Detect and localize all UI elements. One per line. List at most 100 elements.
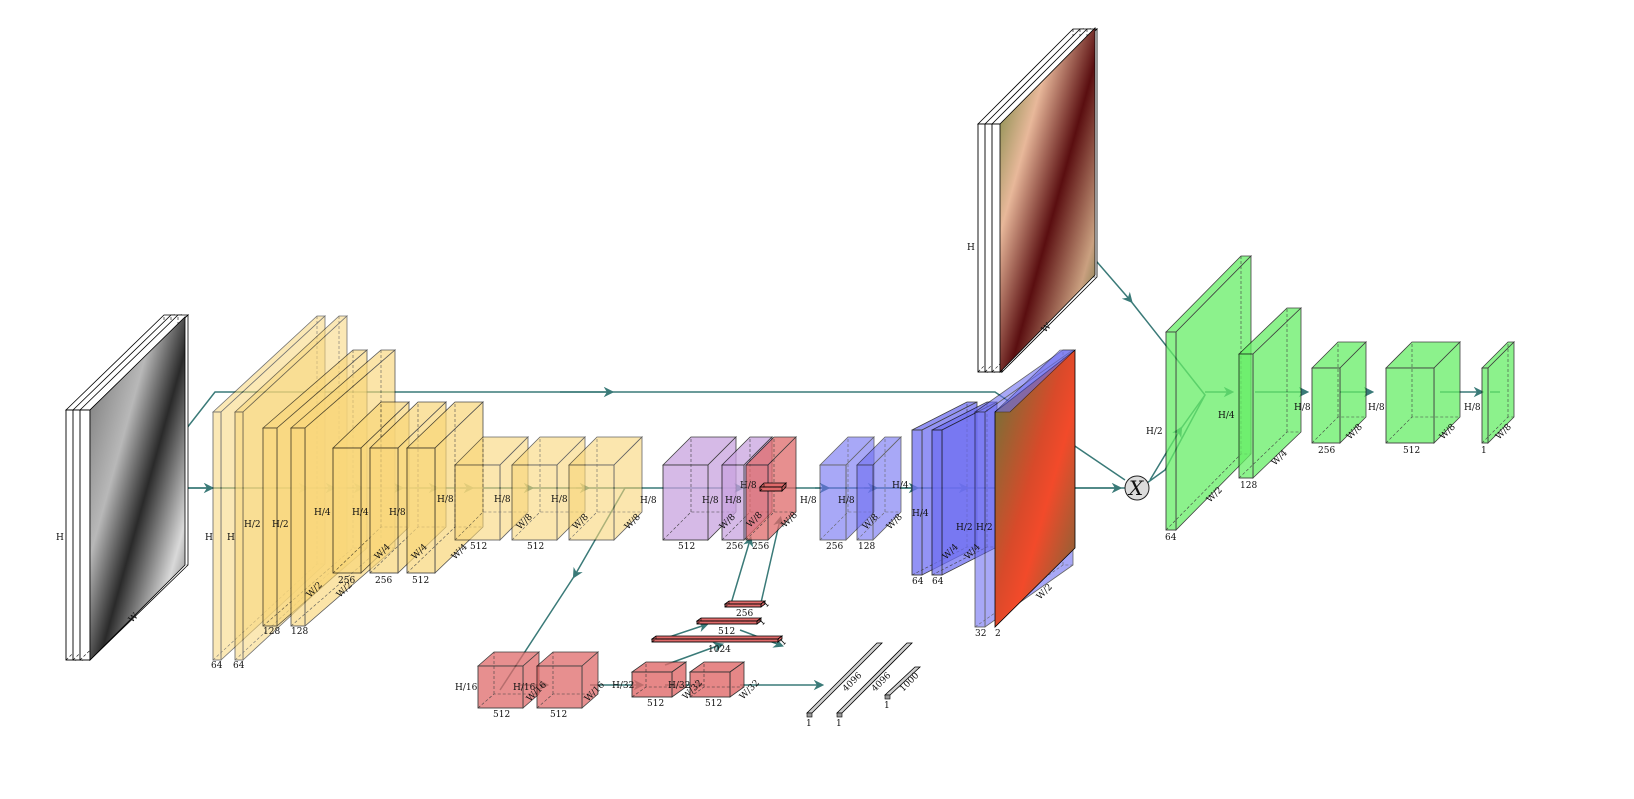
dec-ch-label-2: 128 bbox=[858, 542, 875, 552]
dec-block-5-front bbox=[974, 411, 986, 628]
enc-h-label-6: H/4 bbox=[352, 508, 369, 518]
dec-h-label-2: H/8 bbox=[838, 496, 855, 506]
dec-h-label-5: H/2 bbox=[956, 523, 973, 533]
cls-block-3-front bbox=[631, 671, 673, 698]
bar-one-label-1: 1 bbox=[806, 719, 812, 729]
disc-block-4 bbox=[1385, 341, 1461, 444]
cls-h-label-3: H/32 bbox=[612, 681, 634, 691]
disc-block-1-front bbox=[1165, 331, 1177, 531]
fc-label-256: 256 bbox=[736, 609, 753, 619]
disc-ch-label-1: 64 bbox=[1165, 533, 1177, 543]
color-photo-icon bbox=[999, 27, 1096, 373]
enc-block-3-front bbox=[262, 427, 278, 627]
enc-ch-label-9: 512 bbox=[527, 542, 544, 552]
fc-arrow-4 bbox=[729, 535, 754, 608]
cls-ch-label-2: 512 bbox=[550, 710, 567, 720]
cls-ch-label-1: 512 bbox=[493, 710, 510, 720]
fc-slab-256-front bbox=[724, 603, 762, 608]
fc-label-512: 512 bbox=[718, 627, 735, 637]
disc-block-4-front bbox=[1385, 367, 1435, 444]
enc-block-9-front bbox=[511, 464, 558, 541]
enc-ch-label-4: 128 bbox=[291, 627, 308, 637]
disc-block-5-front bbox=[1481, 367, 1489, 444]
grayscale-photo-icon bbox=[89, 316, 186, 661]
input-frame-2-front bbox=[79, 409, 91, 661]
fc-slab-1024 bbox=[650, 635, 784, 643]
cls-ch-label-4: 512 bbox=[705, 699, 722, 709]
cls-block-4-front bbox=[689, 671, 731, 698]
dec-h-label-6: H/2 bbox=[976, 523, 993, 533]
dec-h-label-1: H/8 bbox=[800, 496, 817, 506]
fc-slab-1024-top bbox=[650, 635, 784, 640]
decoder-output-top bbox=[994, 349, 1076, 413]
disc-ch-label-5: 1 bbox=[1481, 446, 1487, 456]
enc-block-8-hidden-edges bbox=[454, 437, 528, 541]
fusion-h-label-1: H/8 bbox=[640, 496, 657, 506]
bar-one-label-3: 1 bbox=[884, 701, 890, 711]
enc-h-label-8: H/8 bbox=[437, 495, 454, 505]
dec-block-3-front bbox=[911, 429, 923, 576]
disc-ch-label-2: 128 bbox=[1240, 481, 1257, 491]
cls-block-3 bbox=[630, 661, 688, 698]
cls-block-2-hidden-edges bbox=[536, 652, 598, 709]
fusion-h-label-3: H/8 bbox=[725, 496, 742, 506]
dec-ch-label-3: 64 bbox=[912, 577, 924, 587]
fc-slab-1024-hidden-edges bbox=[651, 636, 782, 643]
enc-block-5-front bbox=[332, 447, 362, 574]
disc-h-label-3: H/8 bbox=[1294, 403, 1311, 413]
enc-block-4-front bbox=[290, 427, 306, 627]
disc-h-label-2: H/4 bbox=[1218, 411, 1235, 421]
bar-label-1000: 1000 bbox=[898, 671, 921, 694]
enc-ch-label-7: 512 bbox=[412, 576, 429, 586]
output-h-label: H bbox=[967, 243, 975, 253]
dec-block-4-front bbox=[931, 429, 943, 576]
fc-slab-256-hidden-edges bbox=[724, 601, 765, 608]
disc-ch-label-3: 256 bbox=[1318, 446, 1335, 456]
dec-block-2-hidden-edges bbox=[856, 437, 901, 541]
multiply-node-icon: X bbox=[1124, 475, 1150, 501]
dec-ch-label-6: 2 bbox=[995, 629, 1001, 639]
disc-h-label-5: H/8 bbox=[1464, 403, 1481, 413]
enc-block-8-front bbox=[454, 464, 501, 541]
enc-h-label-1: H bbox=[205, 533, 213, 543]
cls-ch-label-3: 512 bbox=[647, 699, 664, 709]
fusion-block-3-hidden-edges bbox=[745, 437, 796, 541]
fc-bar-face-2 bbox=[836, 642, 913, 714]
dec-block-2-front bbox=[856, 464, 874, 541]
enc-ch-label-1: 64 bbox=[211, 661, 223, 671]
fc-one-label-1: 1 bbox=[761, 599, 772, 610]
enc-h-label-4: H/2 bbox=[272, 520, 289, 530]
cls-h-label-4: H/32 bbox=[668, 681, 690, 691]
enc-h-label-9: H/8 bbox=[494, 495, 511, 505]
disc-block-3 bbox=[1311, 341, 1367, 444]
disc-block-3-front bbox=[1311, 367, 1341, 444]
fc-slab-512-hidden-edges bbox=[696, 618, 761, 625]
fusion-block-1-front bbox=[662, 464, 709, 541]
enc-block-10-front bbox=[568, 464, 615, 541]
fc-bar-1 bbox=[806, 642, 883, 718]
enc-ch-label-6: 256 bbox=[375, 576, 392, 586]
fusion-node-symbol: X bbox=[1127, 476, 1144, 500]
fusion-vector-front bbox=[759, 486, 783, 492]
fc-one-label-3: 1 bbox=[778, 637, 789, 648]
fc-arrow-5 bbox=[759, 515, 784, 608]
enc-block-9-hidden-edges bbox=[511, 437, 585, 541]
fc-slab-1024-front bbox=[651, 638, 779, 643]
fusion-block-2-front bbox=[721, 464, 745, 541]
fusion-vector bbox=[759, 482, 787, 492]
decoder-output-map bbox=[994, 349, 1076, 628]
fc-bar-end-1 bbox=[806, 712, 813, 718]
fc-one-label-2: 1 bbox=[757, 617, 768, 628]
fusion-ch-label-1: 512 bbox=[678, 542, 695, 552]
disc-h-label-1: H/2 bbox=[1146, 427, 1163, 437]
fc-slab-256-top bbox=[723, 600, 767, 605]
dec-ch-label-5: 32 bbox=[975, 629, 986, 639]
fc-bar-2 bbox=[836, 642, 913, 718]
enc-block-2-front bbox=[234, 411, 244, 661]
fc-slab-512-front bbox=[696, 620, 758, 625]
enc-block-1-front bbox=[212, 411, 222, 661]
disc-block-2 bbox=[1238, 307, 1302, 479]
enc-ch-label-3: 128 bbox=[263, 627, 280, 637]
input-photo bbox=[89, 316, 186, 661]
